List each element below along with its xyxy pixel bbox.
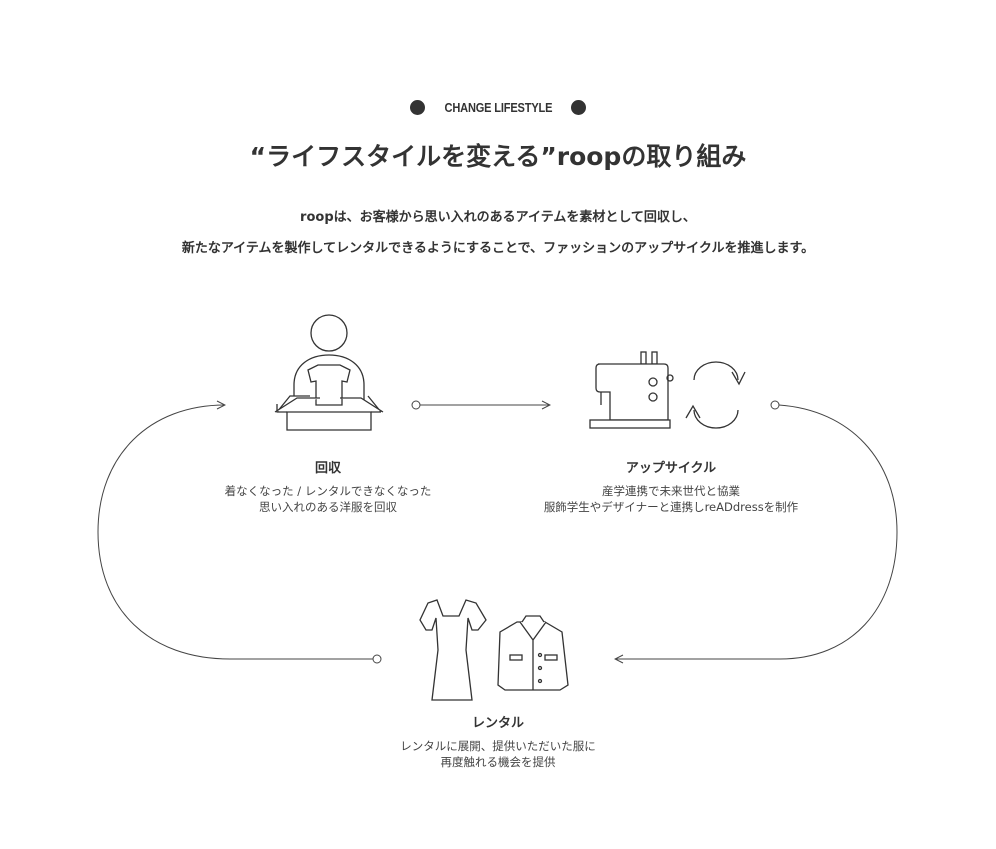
step-collect-desc: 着なくなった / レンタルできなくなった 思い入れのある洋服を回収 — [158, 483, 498, 515]
connector-collect-to-upcycle — [411, 400, 550, 410]
person-with-box-icon — [274, 314, 384, 431]
step-collect-title: 回収 — [314, 461, 341, 476]
bullet-dot-icon — [409, 100, 425, 115]
desc-line: 再度触れる機会を提供 — [440, 755, 556, 769]
page-title: “ライフスタイルを変える”roopの取り組み — [249, 142, 747, 171]
desc-line: 服飾学生やデザイナーと連携しreADdressを制作 — [543, 500, 799, 514]
lead-line-2: 新たなアイテムを製作してレンタルできるようにすることで、ファッションのアップサイ… — [181, 241, 815, 256]
step-upcycle-desc: 産学連携で未来世代と協業 服飾学生やデザイナーと連携しreADdressを制作 — [501, 483, 841, 515]
step-rental-desc: レンタルに展開、提供いただいた服に 再度触れる機会を提供 — [328, 738, 668, 770]
eyebrow: CHANGE LIFESTYLE — [0, 100, 996, 115]
step-rental-title: レンタル — [471, 716, 524, 731]
desc-line: 産学連携で未来世代と協業 — [602, 484, 740, 498]
bullet-dot-icon — [571, 100, 587, 115]
dress-and-jacket-icon — [419, 599, 569, 701]
desc-line: 着なくなった / レンタルできなくなった — [224, 484, 432, 498]
eyebrow-label: CHANGE LIFESTYLE — [444, 100, 552, 115]
step-upcycle-title: アップサイクル — [625, 461, 717, 476]
desc-line: 思い入れのある洋服を回収 — [259, 500, 397, 514]
desc-line: レンタルに展開、提供いただいた服に — [400, 739, 596, 753]
connector-upcycle-to-rental — [615, 400, 898, 659]
sewing-machine-recycle-icon — [589, 351, 746, 429]
lead-line-1: roopは、お客様から思い入れのあるアイテムを素材として回収し、 — [300, 210, 696, 225]
connectors — [97, 400, 898, 664]
connector-rental-to-collect — [97, 405, 382, 664]
